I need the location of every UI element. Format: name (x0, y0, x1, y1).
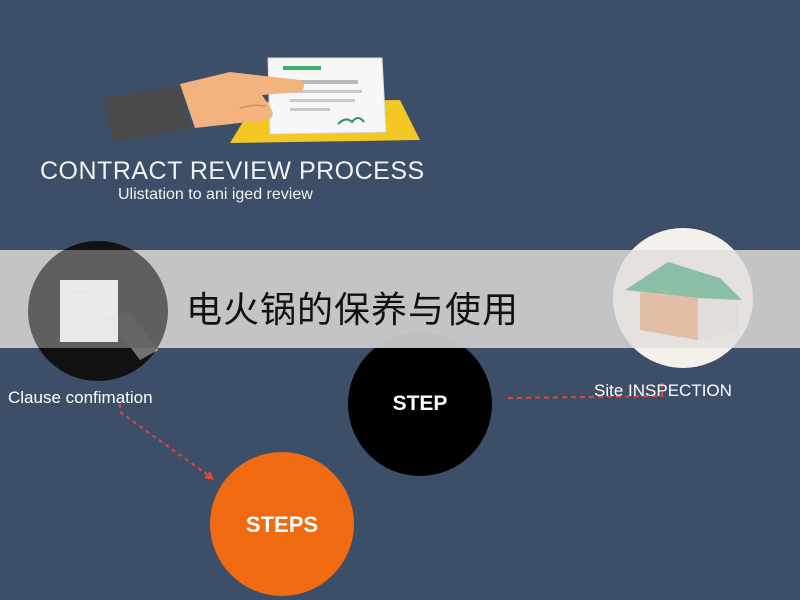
step-label: STEP (392, 392, 448, 415)
house-roof-overlay (625, 262, 742, 300)
document-line-3 (290, 99, 355, 102)
steps-label: STEPS (245, 512, 319, 537)
clause-confirmation-label: Clause confimation (8, 388, 153, 407)
document-signature (337, 117, 365, 125)
page-subtitle: Ulistation to ani iged review (118, 186, 313, 203)
arrow-clause-to-steps (119, 404, 213, 479)
steps-circle (210, 452, 354, 596)
hand-crease (239, 104, 267, 109)
hand-holding-document-icon (103, 57, 420, 143)
document-line-2 (290, 90, 362, 93)
hand-shape (180, 72, 304, 128)
house-front-overlay (640, 292, 698, 340)
flow-arrows (119, 383, 663, 480)
page-title: CONTRACT REVIEW PROCESS (40, 157, 425, 185)
banner-title: 电火锅的保养与使用 (186, 289, 520, 330)
site-inspection-label: Site INSPECTION (594, 381, 732, 400)
arrow-step-to-site (507, 383, 663, 399)
sleeve-shape (103, 86, 190, 142)
step-circle (348, 332, 492, 476)
document-line-1 (290, 80, 358, 84)
document-line-4 (290, 108, 330, 111)
document-green-line (283, 66, 321, 70)
clause-doc-paper-overlay (60, 280, 118, 342)
arrow-clause-to-steps-head (204, 471, 214, 480)
